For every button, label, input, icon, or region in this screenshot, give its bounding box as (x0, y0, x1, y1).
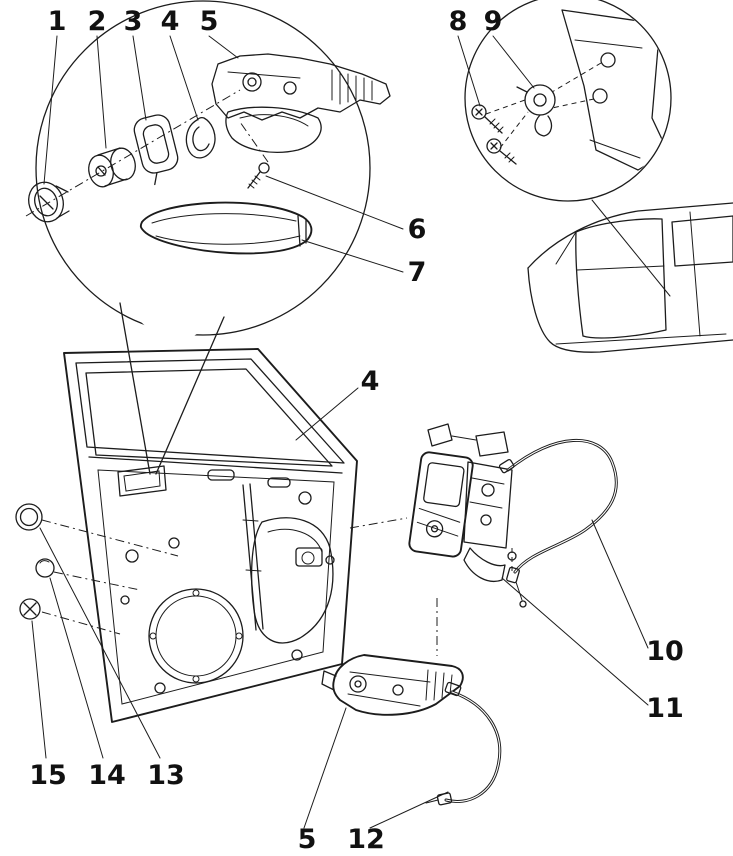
handle-seal (185, 116, 216, 159)
hinge-screws (471, 99, 529, 165)
car-body (527, 202, 733, 353)
handle-carrier-top (211, 53, 391, 153)
bowden-cable-upper (498, 439, 618, 608)
cylinder-housing (133, 114, 179, 186)
detail-balloon-handle (25, 0, 391, 475)
door-lock-assembly (408, 423, 618, 656)
handle-screw (239, 121, 270, 189)
callout-15: 15 (29, 760, 67, 791)
grommet-ring (15, 503, 43, 531)
callout-4-top: 4 (161, 6, 180, 37)
handle-carrier-lower (321, 654, 502, 806)
callout-3: 3 (124, 6, 143, 37)
callout-1: 1 (48, 6, 67, 37)
exterior-handle (139, 201, 313, 255)
callout-14: 14 (88, 760, 126, 791)
leader-lines (31, 35, 649, 829)
callout-2: 2 (88, 6, 107, 37)
callout-5-top: 5 (200, 6, 219, 37)
detail-balloon-hinge (464, 0, 672, 297)
callout-9: 9 (484, 6, 503, 37)
callout-11: 11 (646, 693, 684, 724)
callout-8: 8 (449, 6, 468, 37)
callout-7: 7 (408, 257, 427, 288)
small-parts-left (15, 503, 179, 635)
check-bracket (516, 84, 556, 137)
callout-5-bottom: 5 (298, 824, 317, 855)
callout-labels: 1 2 3 4 5 8 9 6 7 4 10 11 15 14 13 5 12 (29, 6, 684, 855)
lock-cylinder (88, 147, 136, 188)
callout-12: 12 (347, 824, 385, 855)
callout-13: 13 (147, 760, 185, 791)
callout-4-door: 4 (361, 366, 380, 397)
screw-cap (19, 598, 41, 620)
bowden-cable-lower (425, 681, 502, 806)
lock-cylinder-cap (28, 181, 70, 223)
door-inner-panel (63, 348, 408, 723)
callout-10: 10 (646, 636, 684, 667)
plug-ball (35, 558, 55, 578)
callout-6: 6 (408, 214, 427, 245)
